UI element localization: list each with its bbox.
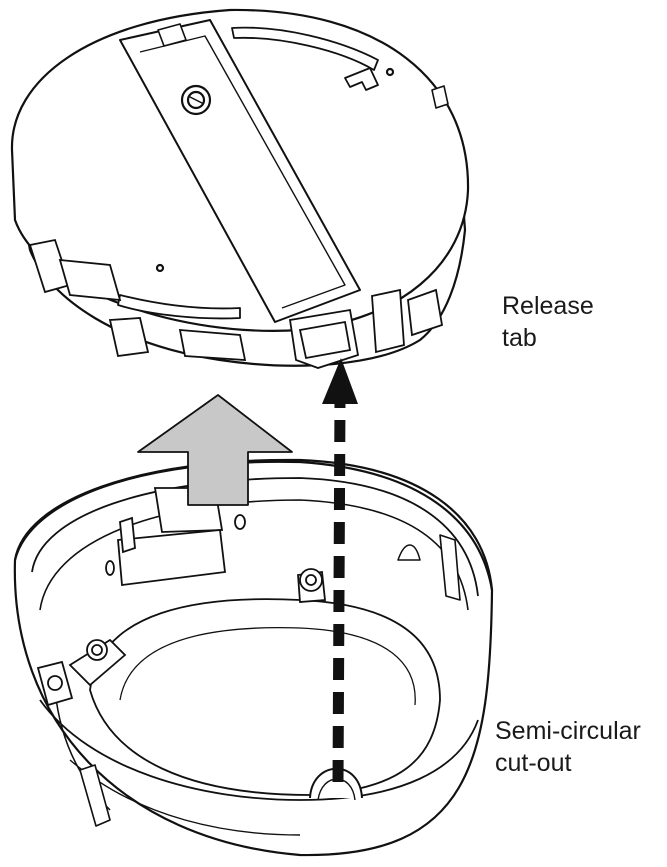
up-arrow-icon [137,394,293,506]
strap-hook [157,23,187,47]
dome-lower-band [39,699,479,801]
lug-hole [47,675,63,691]
cutout-label: Semi-circular cut-out [495,715,641,779]
dome-left-slot [79,764,111,827]
release-tab-label-line1: Release [502,292,594,320]
cutout-label-line1: Semi-circular [495,717,641,745]
screw-icon [91,644,103,656]
camera-module [10,8,470,367]
dashed-up-arrow-icon [332,399,346,783]
left-clip-4 [178,329,247,361]
release-tab-label: Release tab [502,290,594,354]
dome-right-tab [397,544,421,561]
inner-pin [105,560,115,576]
dome-details [36,487,326,707]
screw-slot [187,95,205,105]
cutout-label-line2: cut-out [495,749,572,777]
dome-rim-outer [13,458,494,591]
release-tab-face [298,320,352,360]
dome-right-notch [439,534,461,601]
inner-pin [234,514,246,530]
dome-rim-inner [31,477,479,597]
release-tab-label-line2: tab [502,324,537,352]
mount-hole [385,67,395,77]
dome-floor-opening [89,598,441,796]
left-clip-2 [58,258,122,302]
right-block [371,288,405,354]
module-clips [28,238,444,369]
bottom-slot [117,294,241,320]
rim-notch [431,85,449,109]
top-slot [231,26,379,71]
right-block-2 [407,288,444,337]
dome-floor-ring [119,627,416,706]
dashed-arrow-head [322,358,358,404]
inner-slot [119,516,136,554]
inner-bracket-face [117,529,226,587]
screw-icon [305,574,317,586]
corner-mark [344,67,379,91]
left-clip-3 [108,317,150,358]
mount-hole [155,263,165,273]
